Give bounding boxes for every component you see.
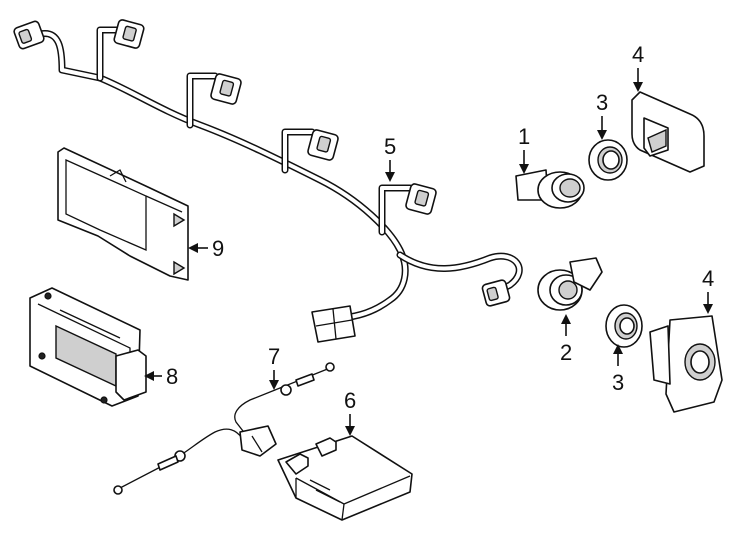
svg-text:7: 7 xyxy=(268,344,280,369)
svg-text:9: 9 xyxy=(212,236,224,261)
svg-text:3: 3 xyxy=(596,90,608,115)
callout-3-upper: 3 xyxy=(596,90,608,140)
harness-connector xyxy=(307,129,339,161)
parking-sensor-1 xyxy=(515,169,585,209)
svg-text:1: 1 xyxy=(518,124,530,149)
callout-9: 9 xyxy=(188,236,224,261)
svg-text:6: 6 xyxy=(344,388,356,413)
sensor-ring-upper xyxy=(588,139,628,181)
harness-connector xyxy=(210,73,242,105)
callout-4-lower: 4 xyxy=(702,266,714,314)
callout-4-upper: 4 xyxy=(632,42,644,92)
callout-6: 6 xyxy=(344,388,356,436)
svg-text:8: 8 xyxy=(166,364,178,389)
control-module xyxy=(29,287,147,407)
svg-text:3: 3 xyxy=(612,370,624,395)
sensor-ring-lower xyxy=(605,304,643,348)
receiver-module xyxy=(277,435,413,521)
parking-sensor-2 xyxy=(537,257,603,311)
sensor-holder-lower xyxy=(649,315,723,413)
svg-text:4: 4 xyxy=(632,42,644,67)
harness-connector xyxy=(13,20,45,50)
sensor-holder-upper xyxy=(631,91,705,173)
callout-5: 5 xyxy=(384,134,396,182)
callout-2: 2 xyxy=(560,314,572,365)
harness-connector xyxy=(405,183,437,215)
callout-1: 1 xyxy=(518,124,530,174)
callout-7: 7 xyxy=(268,344,280,390)
wiring-harness xyxy=(13,19,523,343)
module-bracket xyxy=(57,147,189,281)
svg-text:5: 5 xyxy=(384,134,396,159)
antenna-cable xyxy=(113,362,335,495)
svg-text:2: 2 xyxy=(560,340,572,365)
svg-text:4: 4 xyxy=(702,266,714,291)
harness-connector xyxy=(481,279,511,307)
harness-main-connector xyxy=(311,305,356,343)
harness-connector xyxy=(113,19,145,49)
callout-3-lower: 3 xyxy=(612,344,624,395)
callout-8: 8 xyxy=(144,364,178,389)
